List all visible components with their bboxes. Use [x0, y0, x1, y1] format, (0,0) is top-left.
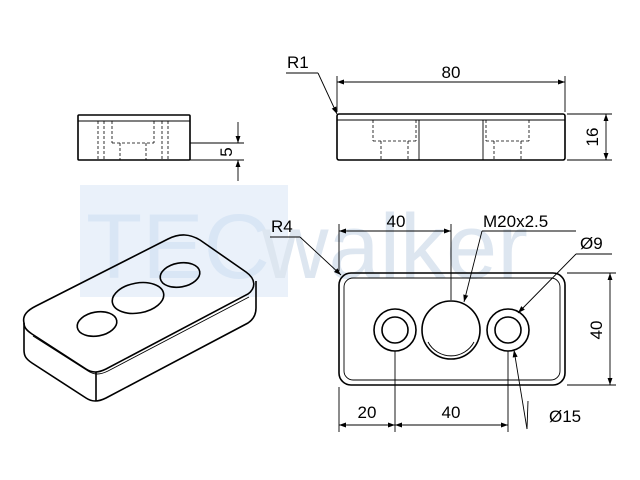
watermark: TEC walker	[80, 185, 528, 298]
dim-counterbore-15: Ø15	[549, 407, 581, 426]
side-view	[286, 72, 612, 161]
watermark-part1: TEC	[86, 196, 270, 298]
dim-hole-9: Ø9	[580, 234, 603, 253]
dim-spacing-40: 40	[442, 403, 461, 422]
dim-chamfer-5: 5	[217, 147, 236, 156]
dim-radius-r4: R4	[271, 217, 293, 236]
watermark-part2: walker	[261, 196, 528, 298]
top-view	[270, 224, 616, 432]
dim-radius-r1: R1	[287, 53, 309, 72]
dim-offset-40-top: 40	[387, 212, 406, 231]
dim-thread-m20: M20x2.5	[483, 212, 548, 231]
dim-offset-20: 20	[358, 403, 377, 422]
dim-length-80: 80	[442, 63, 461, 82]
end-view	[77, 114, 244, 181]
dim-height-16: 16	[583, 128, 602, 147]
isometric-view	[22, 234, 257, 402]
dim-width-40: 40	[587, 321, 606, 340]
